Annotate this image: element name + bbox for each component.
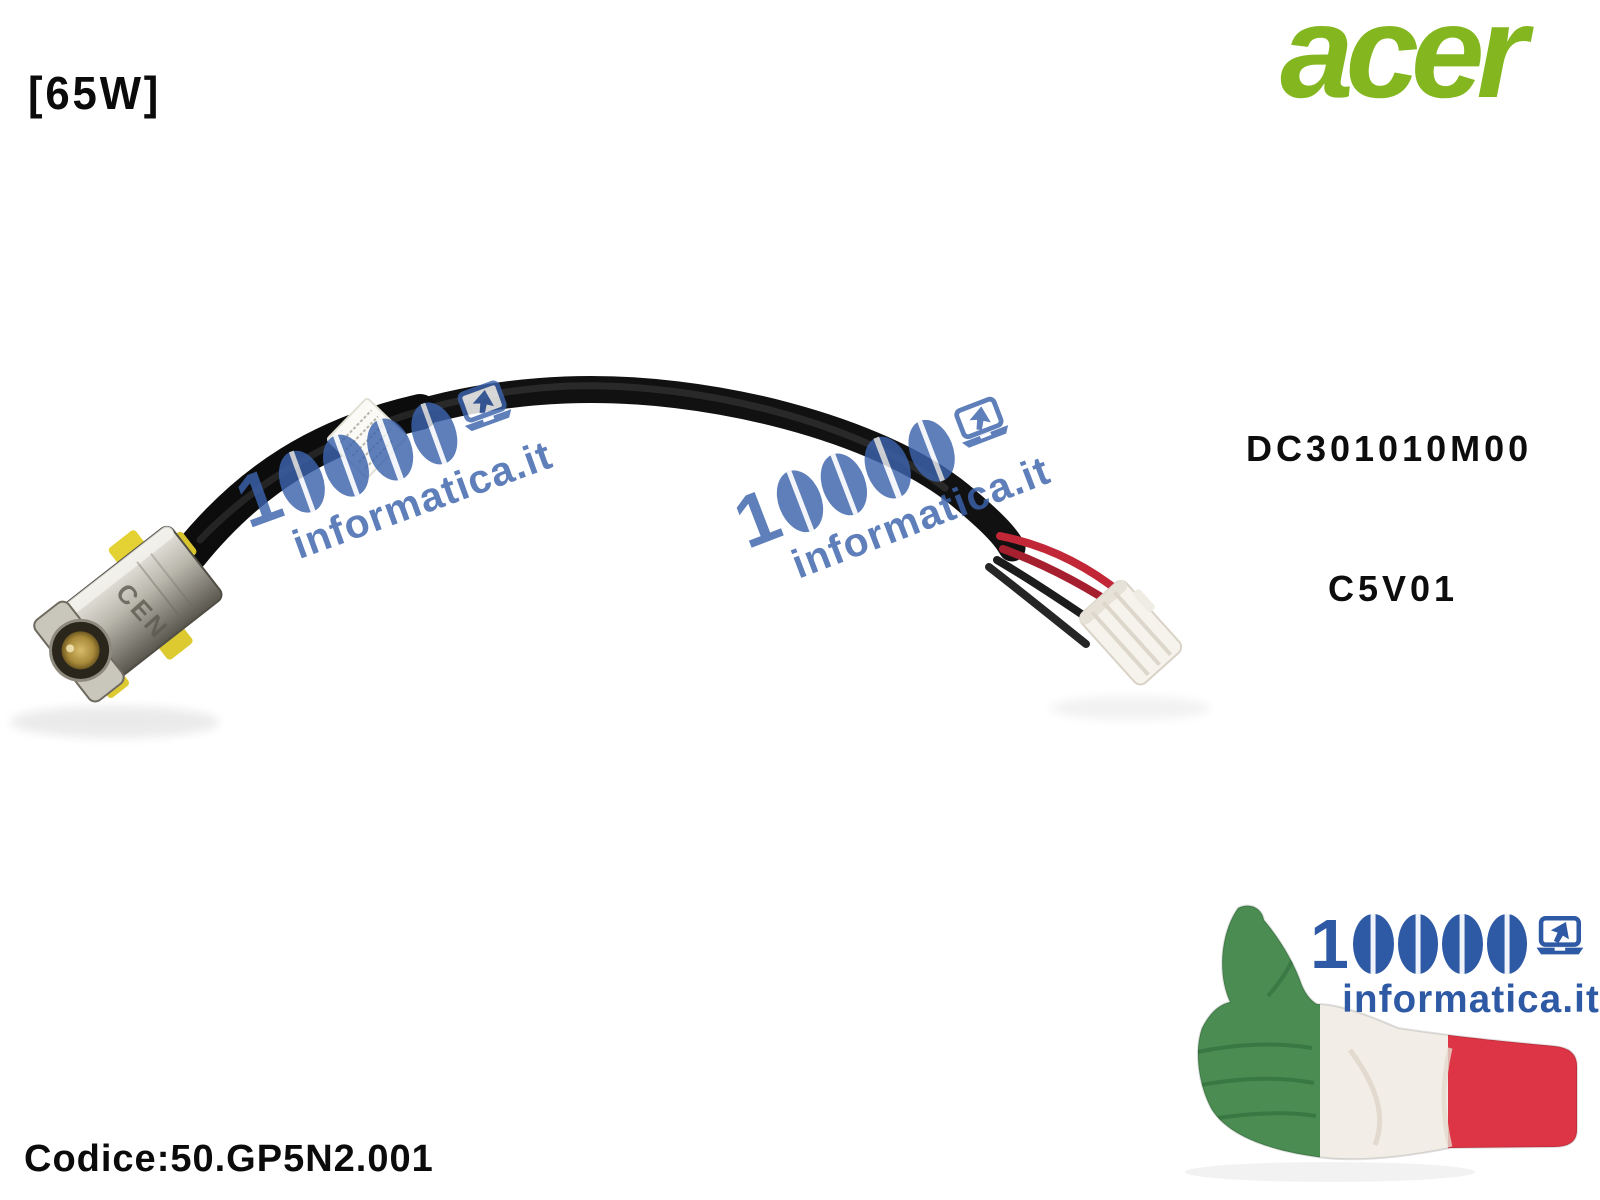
product-photo: CEN	[10, 375, 1210, 738]
seller-logo-domain: informatica.it	[1342, 977, 1600, 1021]
laptop-cursor-icon	[1536, 916, 1584, 955]
jack-tab	[157, 625, 193, 660]
seller-logo-brand-row: 1	[1310, 909, 1600, 979]
white-connector	[1079, 580, 1183, 686]
jack-tab	[108, 530, 146, 566]
seller-logo-number: 1	[1310, 909, 1528, 979]
watermark: 1 informatica.it	[723, 384, 1056, 599]
watermark-brand-row: 1	[723, 384, 1039, 564]
product-code-label: Codice:50.GP5N2.001	[24, 1138, 434, 1180]
seller-logo: 1 informatica.it	[1310, 909, 1600, 1021]
watermark: 1 informatica.it	[225, 368, 558, 578]
acer-brand-logo: acer	[1280, 0, 1528, 125]
wattage-label: [65W]	[28, 67, 162, 119]
dc-jack: CEN	[33, 525, 223, 703]
laptop-cursor-icon	[954, 397, 1008, 449]
jack-shadow	[10, 706, 220, 738]
watermark-brand-row: 1	[225, 368, 542, 544]
laptop-cursor-icon	[457, 380, 512, 432]
part-number-label: DC301010M00	[1246, 428, 1533, 469]
revision-label: C5V01	[1328, 568, 1459, 609]
connector-shadow	[1050, 696, 1210, 720]
flag-green-band	[1197, 905, 1320, 1160]
